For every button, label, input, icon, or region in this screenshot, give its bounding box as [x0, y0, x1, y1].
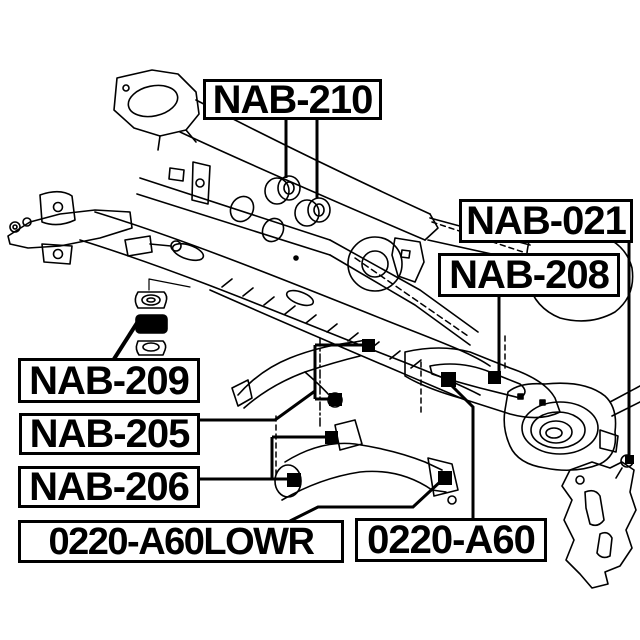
part-label-nab-021: NAB-021 [459, 199, 633, 243]
knuckle-bracket [561, 461, 637, 589]
part-label-nab-208: NAB-208 [438, 253, 620, 297]
leader-0220-a60lowr [289, 479, 443, 523]
subframe-lower-rail [79, 211, 491, 403]
marker-0220-a60 [441, 372, 456, 387]
rear-rubber-mount [503, 382, 640, 479]
subframe-bushings-nab210 [264, 175, 331, 227]
upper-control-arm [231, 339, 367, 409]
washer-stack [134, 278, 191, 356]
part-label-nab-205: NAB-205 [19, 413, 200, 455]
subframe-upper-beam [136, 99, 439, 261]
part-label-0220-a60: 0220-A60 [355, 518, 547, 562]
marker-0220-a60lowr [438, 471, 452, 485]
marker-nab-206-rear [287, 473, 301, 487]
marker-nab-205-rear [329, 393, 342, 406]
part-label-nab-206: NAB-206 [18, 466, 200, 508]
leader-nab-209 [112, 321, 139, 361]
part-markers [287, 339, 634, 487]
part-label-nab-209: NAB-209 [18, 358, 200, 403]
part-label-0220-a60lowr: 0220-A60LOWR [18, 520, 344, 563]
diff-mount-ring [347, 236, 403, 292]
leader-nab-206 [200, 435, 326, 481]
marker-nab-021 [625, 455, 634, 464]
rear-mount-bracket [391, 237, 425, 283]
marker-nab-205-front [362, 339, 375, 352]
marker-nab-208 [488, 371, 501, 384]
marker-nab-206-front [325, 431, 338, 444]
leader-0220-a60 [448, 382, 475, 519]
part-label-nab-210: NAB-210 [203, 79, 382, 120]
subframe-front-left-tower [113, 69, 200, 151]
leader-nab-205 [200, 343, 362, 422]
leader-lines [112, 120, 631, 523]
subframe-front-left-arm [7, 190, 182, 265]
